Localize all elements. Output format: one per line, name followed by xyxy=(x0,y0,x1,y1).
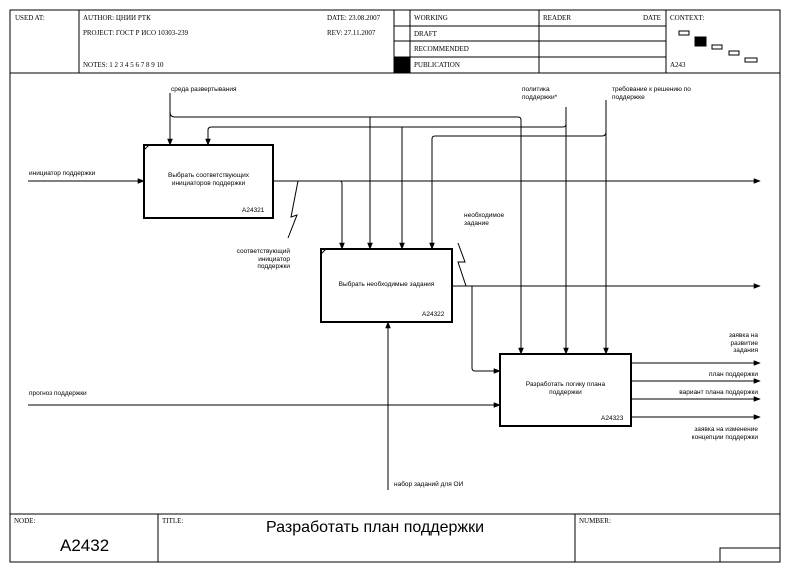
reader-date-label: DATE xyxy=(643,14,661,22)
label-policy: политика поддержки* xyxy=(522,86,558,101)
label-matching: соответствующий инициатор поддержки xyxy=(236,248,290,270)
status-working: WORKING xyxy=(414,14,448,22)
label-requirement: требование к решению по поддержке xyxy=(612,86,691,101)
project-field: PROJECT: ГОСТ Р ИСО 10303-239 xyxy=(83,29,189,37)
box-a24322-id: A24322 xyxy=(422,311,445,318)
date-field: DATE: 23.08.2007 xyxy=(327,14,381,22)
outer-frame xyxy=(9,9,781,563)
box-a24323-title: Разработать логику плана поддержки xyxy=(525,381,606,396)
box-a24323-id: A24323 xyxy=(601,415,624,422)
status-recommended: RECOMMENDED xyxy=(414,45,469,53)
box-a24323 xyxy=(499,353,632,427)
squiggle-needed xyxy=(457,242,467,287)
label-taskset: набор заданий для ОИ xyxy=(394,481,464,488)
arrow-req-to-box2 xyxy=(429,131,607,250)
number-label: NUMBER: xyxy=(579,517,611,525)
arrow-env-to-box2 xyxy=(169,111,373,250)
node-label: NODE: xyxy=(14,517,36,525)
used-at-label: USED AT: xyxy=(15,14,45,22)
footer-grid xyxy=(10,513,781,563)
arrow-box2-to-box3 xyxy=(471,286,501,374)
box-a24321-title: Выбрать соответствующих инициаторов подд… xyxy=(168,172,249,187)
rev-field: REV: 27.11.2007 xyxy=(327,29,376,37)
notes-field: NOTES: 1 2 3 4 5 6 7 8 9 10 xyxy=(83,61,164,69)
label-initiator: инициатор поддержки xyxy=(29,170,96,177)
box-a24322-title: Выбрать необходимые задания xyxy=(338,281,435,288)
label-env: среда развертывания xyxy=(171,86,237,93)
reader-label: READER xyxy=(543,14,571,22)
context-mini-diagram xyxy=(678,30,758,63)
box-a24321 xyxy=(143,144,274,219)
label-variant: вариант плана поддержки xyxy=(679,389,758,396)
box-a24321-id: A24321 xyxy=(242,207,265,214)
label-needed: необходимое задание xyxy=(464,212,505,227)
context-label: CONTEXT: xyxy=(670,14,705,22)
squiggle-matching xyxy=(287,180,299,239)
arrow-to-box2 xyxy=(297,180,345,250)
title-label: TITLE: xyxy=(162,517,184,525)
publication-marker xyxy=(394,57,410,73)
author-field: AUTHOR: ЦНИИ РТК xyxy=(83,14,151,22)
label-change-request: заявка на изменение концепции поддержки xyxy=(691,426,758,441)
arrows xyxy=(28,93,761,490)
status-publication: PUBLICATION xyxy=(414,61,460,69)
label-plan: план поддержки xyxy=(709,371,758,378)
label-dev-request: заявка на развитие задания xyxy=(728,332,758,354)
activity-boxes xyxy=(143,144,632,427)
status-draft: DRAFT xyxy=(414,30,437,38)
label-forecast: прогноз поддержки xyxy=(29,390,87,397)
node-id: A2432 xyxy=(60,536,110,555)
arrow-policy-to-box1 xyxy=(205,123,567,146)
context-node: A243 xyxy=(670,61,686,69)
arrow-env-to-box3 xyxy=(370,116,524,355)
diagram-title: Разработать план поддержки xyxy=(266,519,485,536)
